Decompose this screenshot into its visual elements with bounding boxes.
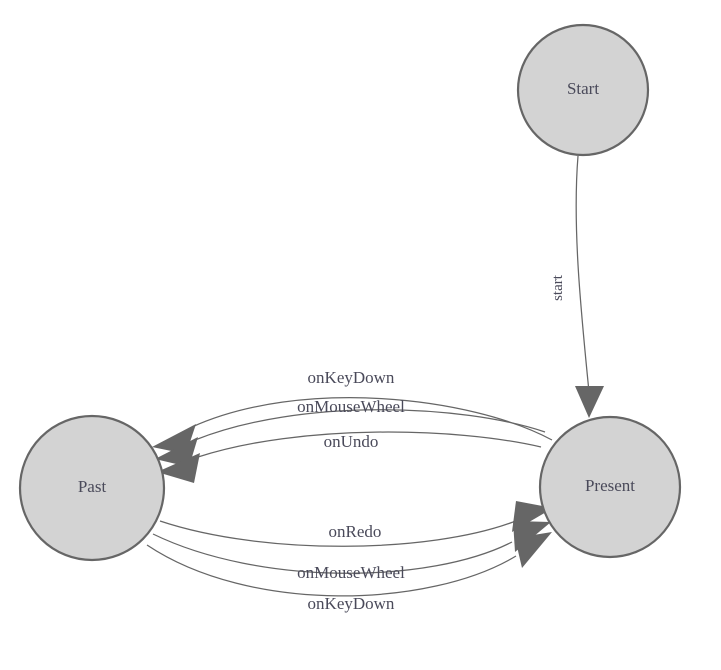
edge-onundo-to-past-arrowhead [157, 453, 200, 483]
edge-onkeydown-to-present-path [146, 544, 517, 597]
edge-onmousewheel-to-past-label: onMouseWheel [297, 397, 405, 416]
node-start-label: Start [567, 79, 599, 98]
edge-onkeydown-to-present-arrowhead [515, 532, 552, 568]
edge-onkeydown-to-present-label: onKeyDown [308, 594, 395, 613]
node-present[interactable]: Present [538, 415, 682, 559]
node-start[interactable]: Start [516, 23, 650, 157]
edge-start-arrowhead [575, 386, 604, 418]
edge-onundo-to-past[interactable]: onUndo [157, 431, 542, 483]
node-past[interactable]: Past [18, 414, 166, 562]
node-present-circle [538, 415, 682, 559]
node-start-circle [516, 23, 650, 157]
edge-onkeydown-to-past-label: onKeyDown [308, 368, 395, 387]
edge-start-path [575, 155, 590, 393]
edge-onredo-to-present-label: onRedo [329, 522, 382, 541]
node-past-circle [18, 414, 166, 562]
edge-onmousewheel-to-present-path [152, 533, 513, 574]
node-present-label: Present [585, 476, 635, 495]
edge-onredo-to-present[interactable]: onRedo [159, 501, 553, 547]
edge-onmousewheel-to-present-label: onMouseWheel [297, 563, 405, 582]
edge-onkeydown-to-present[interactable]: onKeyDown [146, 532, 552, 613]
edge-onmousewheel-to-past-path [194, 409, 546, 441]
node-past-label: Past [78, 477, 107, 496]
edge-start[interactable]: start [550, 155, 604, 418]
edge-start-label: start [550, 274, 566, 301]
edge-onundo-to-past-path [197, 431, 542, 458]
edge-onundo-to-past-label: onUndo [324, 432, 379, 451]
edge-onredo-to-present-path [159, 520, 514, 547]
